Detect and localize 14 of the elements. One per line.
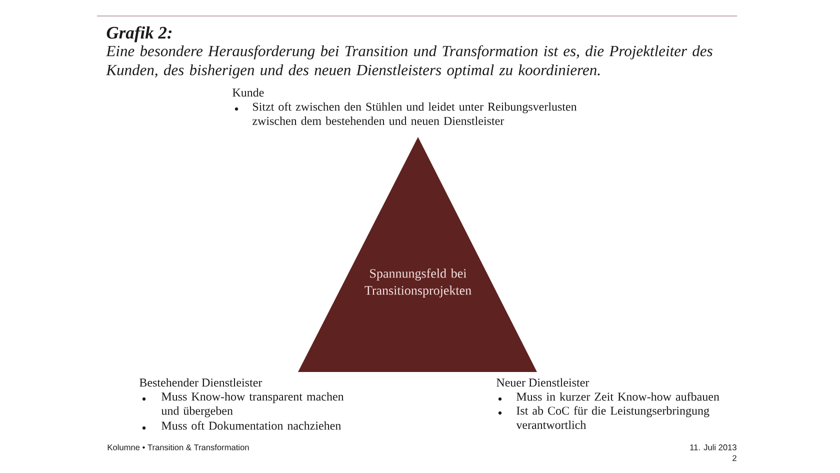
group-heading: Kunde: [232, 88, 264, 97]
title: Grafik 2:: [106, 26, 172, 42]
bullet-text: Sitzt oft zwischen den Stühlen und leidet unter Reibungsverlusten zwischen dem bestehenden und neuen Dienstleister: [252, 102, 577, 125]
bullet-text: Ist ab CoC für die Leistungserbringung verantwortlich: [516, 406, 710, 429]
triangle: Spannungsfeld bei Transitionsprojekten: [298, 137, 537, 372]
footer-text: 2: [732, 455, 736, 461]
group-heading: Neuer Dienstleister: [496, 378, 590, 387]
footer-text: 11. Juli 2013: [690, 444, 736, 450]
bullet-text: Muss in kurzer Zeit Know-how aufbauen: [516, 392, 720, 401]
footer-text: Kolumne • Transition & Transformation: [108, 444, 249, 450]
group-heading: Bestehender Dienstleister: [140, 378, 262, 387]
subtitle: Eine besondere Herausforderung bei Transition und Transformation ist es, die Projektleiter des Kunden, des bisherigen und des neuen Dienstleisters optimal zu koordinieren.: [106, 45, 712, 78]
bullet-text: Muss oft Dokumentation nachziehen: [162, 421, 341, 430]
bullet-text: Muss Know-how transparent machen und übergeben: [161, 392, 344, 418]
